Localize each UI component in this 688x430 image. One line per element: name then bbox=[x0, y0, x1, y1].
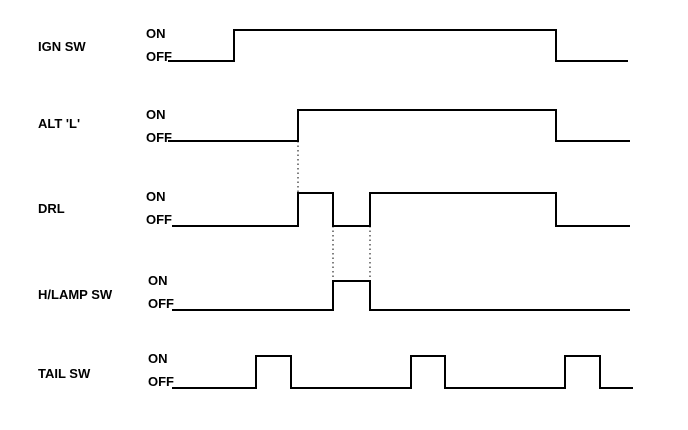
off-label-h-lamp-sw: OFF bbox=[148, 296, 174, 311]
signal-label-alt-l: ALT 'L' bbox=[38, 116, 80, 131]
waveform-drl bbox=[172, 192, 630, 227]
off-label-alt-l: OFF bbox=[146, 130, 172, 145]
waveform-alt-l bbox=[168, 109, 630, 142]
on-label-tail-sw: ON bbox=[148, 351, 168, 366]
waveform-ign-sw bbox=[168, 29, 628, 62]
waveform-tail-sw bbox=[172, 355, 633, 389]
on-label-drl: ON bbox=[146, 189, 166, 204]
off-label-drl: OFF bbox=[146, 212, 172, 227]
on-label-h-lamp-sw: ON bbox=[148, 273, 168, 288]
signal-label-drl: DRL bbox=[38, 201, 65, 216]
on-label-ign-sw: ON bbox=[146, 26, 166, 41]
off-label-ign-sw: OFF bbox=[146, 49, 172, 64]
waveform-h-lamp-sw bbox=[172, 280, 630, 311]
signal-label-ign-sw: IGN SW bbox=[38, 39, 86, 54]
off-label-tail-sw: OFF bbox=[148, 374, 174, 389]
on-label-alt-l: ON bbox=[146, 107, 166, 122]
signal-label-h-lamp-sw: H/LAMP SW bbox=[38, 287, 113, 302]
signal-label-tail-sw: TAIL SW bbox=[38, 366, 91, 381]
